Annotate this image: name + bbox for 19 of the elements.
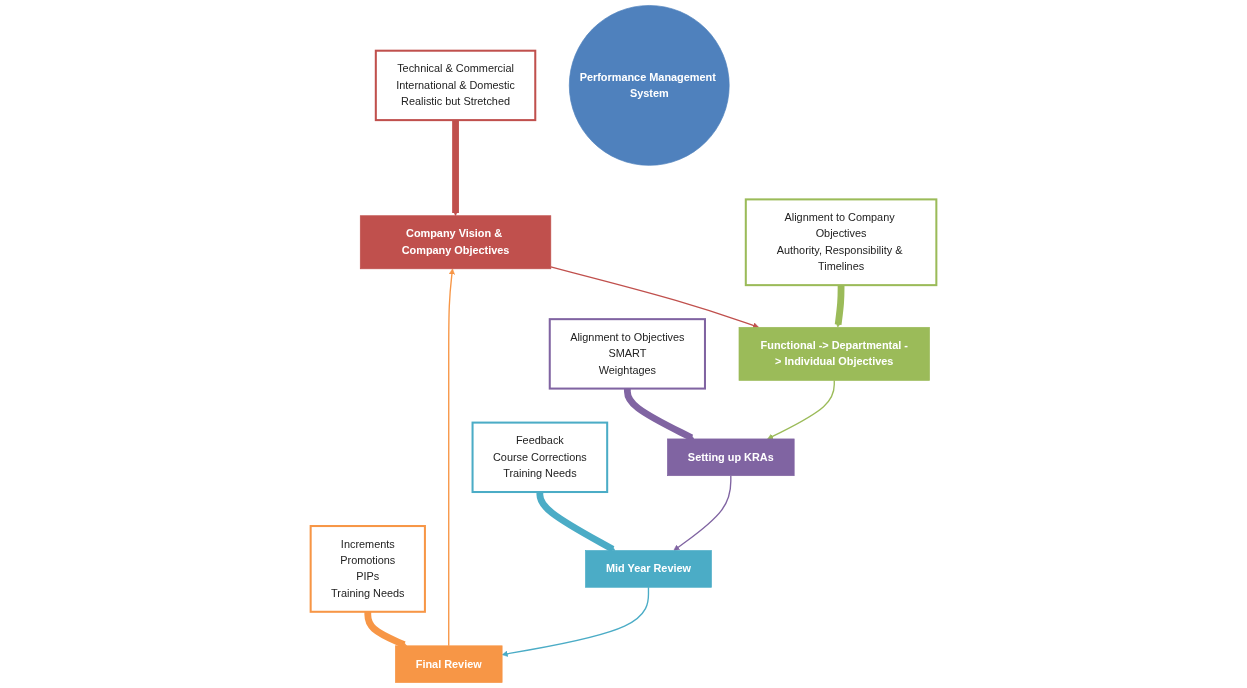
arrow: [834, 284, 845, 328]
node-box: Technical & Commercial International & Domestic Realistic but Stretched: [374, 49, 537, 122]
arrow: [767, 379, 835, 440]
node-box: Increments Promotions PIPs Training Needs: [309, 525, 426, 613]
arrow: [501, 586, 650, 657]
node-box: Mid Year Review: [585, 550, 712, 588]
node-box: Setting up KRAs: [667, 438, 795, 476]
node-circle: Performance Management System: [568, 5, 730, 166]
node-box: Final Review: [395, 645, 503, 683]
node-box: Functional -> Departmental -> Individual Objectives: [738, 327, 930, 381]
arrow: [364, 611, 407, 648]
arrow: [673, 475, 732, 551]
arrow: [452, 120, 459, 216]
node-box: Feedback Course Corrections Training Needs: [471, 421, 609, 494]
node-box: Alignment to Company Objectives Authority, Responsibility & Timelines: [744, 198, 938, 287]
arrow: [448, 268, 455, 647]
node-box: Company Vision & Company Objectives: [359, 215, 552, 270]
arrow: [550, 266, 759, 329]
node-box: Alignment to Objectives SMART Weightages: [548, 318, 706, 390]
